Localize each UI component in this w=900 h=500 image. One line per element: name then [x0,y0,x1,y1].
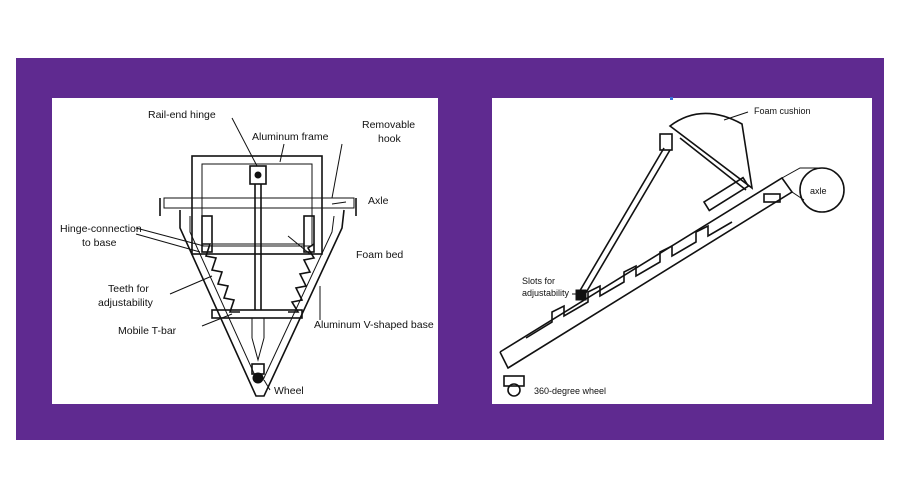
support-strut [577,147,665,295]
front-view-diagram: Rail-end hinge Aluminum frame Removable … [52,98,438,404]
label-rail-end-hinge: Rail-end hinge [148,109,216,121]
label-aluminum-v-base: Aluminum V-shaped base [314,319,434,331]
label-wheel: Wheel [274,385,304,397]
side-view-diagram: Foam cushion axle Slots for adjustabilit… [492,98,872,404]
side-view-drawing: Foam cushion axle Slots for adjustabilit… [499,106,845,397]
diagonal-base [499,176,794,370]
leader-lines-right [572,111,749,295]
leader-lines [135,117,347,391]
label-360-wheel: 360-degree wheel [534,386,606,396]
label-teeth-2: adjustability [98,297,154,309]
rail-end-hinge-shape [249,165,267,185]
cushion-bracket [702,176,750,212]
mobile-t-bar-shape [211,309,303,319]
v-shaped-base [179,209,345,397]
hinge-left [201,215,213,253]
label-mobile-t-bar: Mobile T-bar [118,325,177,337]
label-foam-cushion: Foam cushion [754,106,811,116]
label-teeth-1: Teeth for [108,283,149,295]
label-slots-2: adjustability [522,288,570,298]
front-view-drawing: Rail-end hinge Aluminum frame Removable … [60,109,434,397]
purple-frame: Rail-end hinge Aluminum frame Removable … [16,58,884,440]
label-axle: Axle [368,195,389,207]
hinge-right [303,215,315,253]
wheel-360-shape [503,375,525,387]
label-aluminum-frame: Aluminum frame [252,131,329,143]
foam-cushion-shape [668,112,754,190]
label-removable-hook-1: Removable [362,119,415,131]
blue-mark [670,97,673,100]
label-slots-1: Slots for [522,276,555,286]
label-axle-right: axle [810,186,827,196]
axle-shape [159,197,357,216]
cushion-hinge [659,133,673,151]
label-removable-hook-2: hook [378,133,402,145]
label-hinge-connection-1: Hinge-connection [60,223,142,235]
label-foam-bed: Foam bed [356,249,403,261]
label-hinge-connection-2: to base [82,237,117,249]
